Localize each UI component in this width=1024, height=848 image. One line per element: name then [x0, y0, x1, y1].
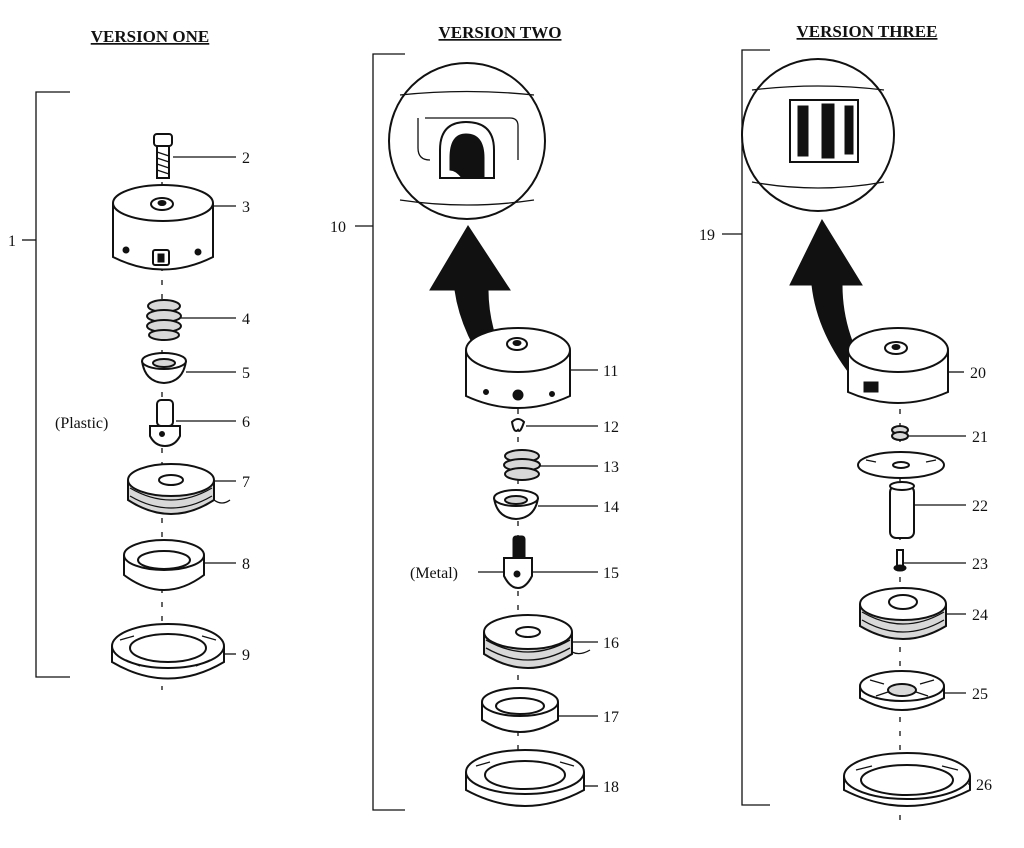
part-label-11: 11	[603, 363, 618, 380]
part-20-housing	[847, 327, 949, 404]
part-12-clip	[510, 418, 526, 432]
part-label-15: 15	[603, 565, 619, 582]
part-label-21: 21	[972, 429, 988, 446]
part-23-screw	[893, 549, 907, 572]
part-label-18: 18	[603, 779, 619, 796]
part-label-16: 16	[603, 635, 619, 652]
part-2-bolt	[153, 133, 173, 179]
assembly-number-10: 10	[330, 219, 346, 236]
part-label-9: 9	[242, 647, 250, 664]
part-label-5: 5	[242, 365, 250, 382]
version-two-title: VERSION TWO	[439, 23, 562, 42]
material-label-metal: (Metal)	[410, 565, 458, 582]
assembly-number-1: 1	[8, 233, 16, 250]
part-16-spool	[483, 614, 591, 669]
part-21-nut	[891, 425, 909, 441]
part-label-14: 14	[603, 499, 619, 516]
part-7-spool	[127, 463, 231, 515]
assembly-bracket-19: 19	[699, 49, 770, 806]
part-4-spring	[146, 299, 182, 341]
part-label-4: 4	[242, 311, 250, 328]
part-label-7: 7	[242, 474, 250, 491]
assembly-number-19: 19	[699, 227, 715, 244]
assembly-bracket-1: 1	[8, 91, 70, 678]
part-label-6: 6	[242, 414, 250, 431]
version-one-title: VERSION ONE	[91, 27, 210, 46]
part-label-24: 24	[972, 607, 988, 624]
part-11-housing	[465, 327, 571, 409]
part-label-22: 22	[972, 498, 988, 515]
detail-magnifier-version-two	[388, 62, 546, 220]
detail-magnifier-version-three	[741, 58, 895, 212]
part-label-25: 25	[972, 686, 988, 703]
part-label-20: 20	[970, 365, 986, 382]
part-26-base-ring	[843, 752, 971, 807]
part-label-17: 17	[603, 709, 619, 726]
part-label-12: 12	[603, 419, 619, 436]
part-label-2: 2	[242, 150, 250, 167]
version-three-title: VERSION THREE	[797, 22, 938, 41]
material-label-plastic: (Plastic)	[55, 415, 108, 432]
assembly-bracket-10: 10	[330, 53, 405, 811]
part-5-cup	[141, 352, 187, 385]
part-6-plastic-shaft	[149, 399, 181, 448]
part-17-retainer	[481, 687, 559, 733]
part-13-spring	[503, 449, 541, 481]
part-18-base-ring	[465, 749, 585, 807]
part-22-plate-tube	[857, 451, 945, 539]
part-14-cup	[493, 489, 539, 521]
part-15-metal-shaft	[503, 535, 533, 590]
part-9-base-ring	[111, 623, 225, 680]
part-24-spool	[859, 587, 947, 640]
part-8-retainer	[123, 539, 205, 591]
part-25-cam-plate	[859, 670, 945, 711]
part-label-13: 13	[603, 459, 619, 476]
part-label-3: 3	[242, 199, 250, 216]
leader-lines	[173, 156, 970, 787]
part-label-8: 8	[242, 556, 250, 573]
part-label-26: 26	[976, 777, 992, 794]
part-3-housing	[112, 184, 214, 271]
part-number-labels: 2 3 4 5 6 7 8 9 11 12 13 14 15 16 17 18 …	[242, 150, 992, 796]
part-label-23: 23	[972, 556, 988, 573]
